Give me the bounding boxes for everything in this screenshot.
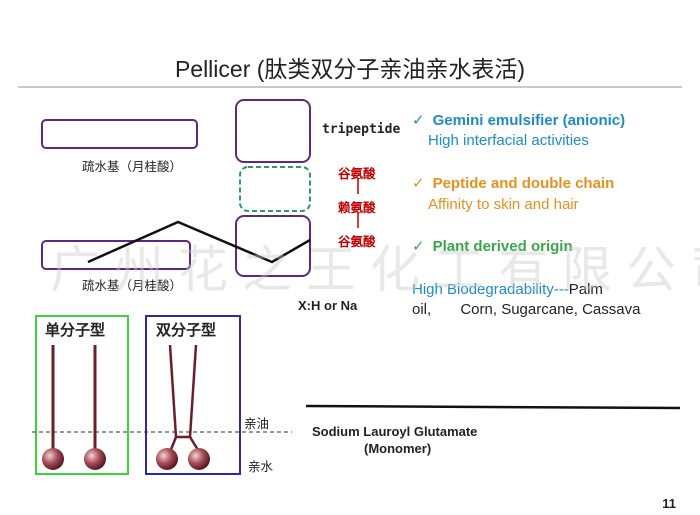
check-icon: ✓ xyxy=(412,175,425,192)
double-head-1 xyxy=(156,448,178,470)
double-tail-2 xyxy=(188,344,198,438)
check-icon: ✓ xyxy=(412,238,425,255)
chain-connector xyxy=(87,220,311,264)
tripeptide-label: tripeptide xyxy=(322,122,401,137)
hydrophobe-bar-upper xyxy=(41,119,198,149)
double-tail-1 xyxy=(168,344,178,438)
double-type-label: 双分子型 xyxy=(156,322,217,339)
single-head-1 xyxy=(42,448,64,470)
amino-acid-glutamic-1: 谷氨酸 xyxy=(338,167,376,181)
feature-gemini-detail: High interfacial activities xyxy=(428,132,589,149)
single-type-box xyxy=(35,315,129,475)
title-divider xyxy=(18,86,682,88)
residue-box-top xyxy=(235,99,311,163)
oil-label: 亲油 xyxy=(244,417,270,431)
feature-plant-detail: High Biodegradability---Palm xyxy=(412,281,603,298)
check-icon: ✓ xyxy=(412,112,425,129)
page-number: 11 xyxy=(662,496,676,511)
monomer-type: (Monomer) xyxy=(364,441,432,456)
hydrophobe-bar-lower xyxy=(41,240,191,270)
single-type-label: 单分子型 xyxy=(45,322,106,339)
double-linker xyxy=(168,435,200,453)
water-label: 亲水 xyxy=(248,460,274,474)
amino-acid-glutamic-2: 谷氨酸 xyxy=(338,235,376,249)
feature-plant-title: ✓Plant derived origin xyxy=(412,238,573,255)
residue-box-middle xyxy=(239,166,311,212)
feature-peptide-detail: Affinity to skin and hair xyxy=(428,196,579,213)
monomer-divider xyxy=(305,404,681,410)
double-head-2 xyxy=(188,448,210,470)
amino-acid-lysine: 赖氨酸 xyxy=(338,201,376,215)
single-head-2 xyxy=(84,448,106,470)
feature-peptide-title: ✓Peptide and double chain xyxy=(412,175,615,192)
page-title: Pellicer (肽类双分子亲油亲水表活) xyxy=(174,56,526,82)
hydrophobe-label-lower: 疏水基（月桂酸） xyxy=(82,279,183,293)
hydrophobe-label-upper: 疏水基（月桂酸） xyxy=(82,160,183,174)
feature-plant-sources: oil, Corn, Sugarcane, Cassava xyxy=(412,301,641,318)
counter-ion-label: X:H or Na xyxy=(298,298,358,313)
monomer-name: Sodium Lauroyl Glutamate xyxy=(312,424,478,439)
double-type-box xyxy=(145,315,241,475)
feature-gemini-title: ✓Gemini emulsifier (anionic) xyxy=(412,112,626,129)
